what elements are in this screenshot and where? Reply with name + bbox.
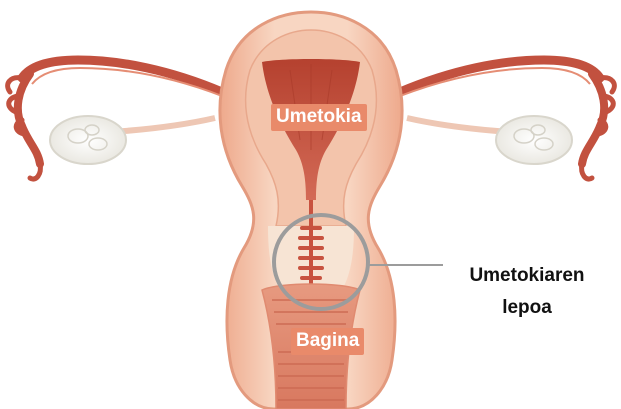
right-fallopian-tube	[400, 60, 614, 179]
right-ovary	[496, 116, 572, 164]
left-fallopian-tube	[8, 60, 222, 179]
cervix-label-line2: lepoa	[452, 292, 602, 324]
cervix-callout-label: Umetokiaren lepoa	[452, 260, 602, 324]
cervix-label-line1: Umetokiaren	[452, 260, 602, 292]
left-ovary	[50, 116, 126, 164]
uterus-label: Umetokia	[271, 104, 367, 131]
vagina-label: Bagina	[291, 328, 364, 355]
